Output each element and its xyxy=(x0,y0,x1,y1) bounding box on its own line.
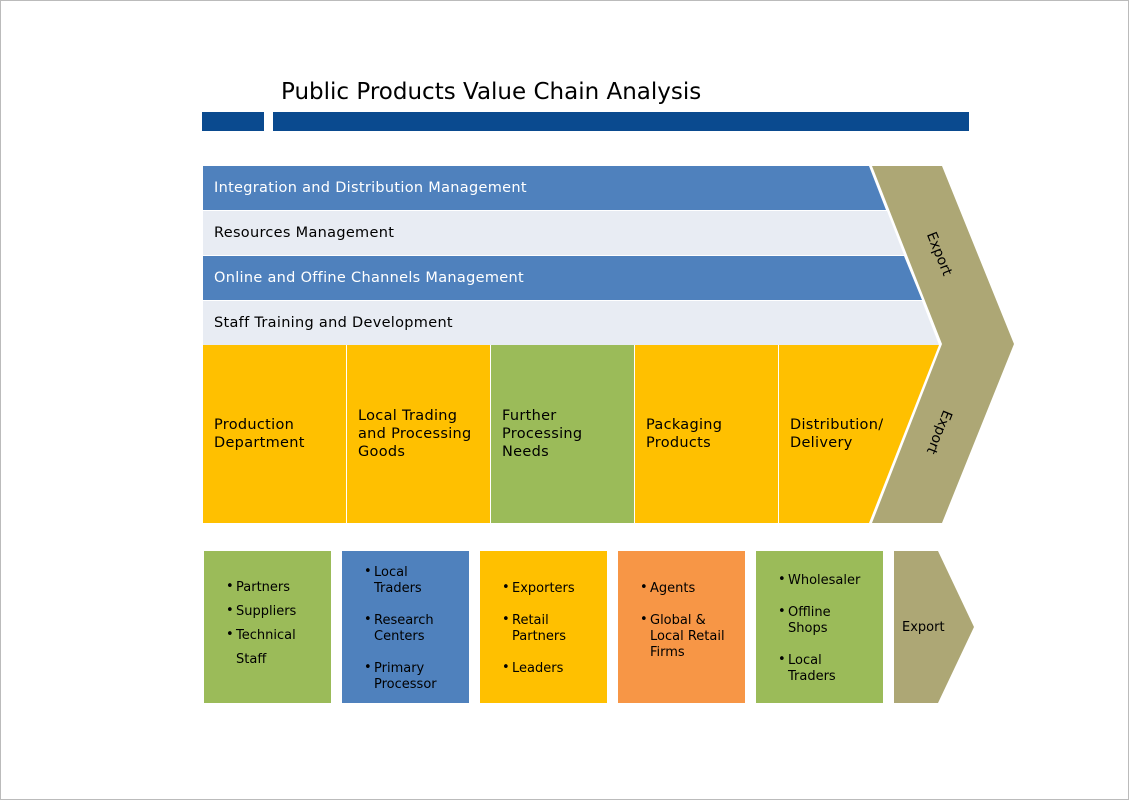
list-item: Primary Processor xyxy=(364,660,444,693)
list-item: Suppliers xyxy=(226,603,331,620)
support-row: Staff Training and Development xyxy=(203,301,939,345)
list-item: Leaders xyxy=(502,660,607,677)
list-item: Global & Local Retail Firms xyxy=(640,612,735,661)
list-item: Exporters xyxy=(502,580,607,597)
support-row: Resources Management xyxy=(203,211,904,255)
list-item: Wholesaler xyxy=(778,572,883,589)
page-title: Public Products Value Chain Analysis xyxy=(281,79,702,105)
list-item: Research Centers xyxy=(364,612,444,645)
export-arrow: Export xyxy=(894,551,974,703)
box-traders: Local Traders Research Centers Primary P… xyxy=(342,551,469,703)
title-bar-long xyxy=(273,112,969,131)
list-item: Partners xyxy=(226,579,331,596)
title-bar-short xyxy=(202,112,264,131)
list-item: Local Traders xyxy=(778,652,848,685)
box-exporters: Exporters Retail Partners Leaders xyxy=(480,551,607,703)
primary-cell: Local Trading and Processing Goods xyxy=(347,345,490,523)
primary-cell: Packaging Products xyxy=(635,345,778,523)
box-partners: Partners Suppliers Technical Staff xyxy=(204,551,331,703)
list-item: Technical Staff xyxy=(226,623,306,672)
support-row: Online and Offine Channels Management xyxy=(203,256,922,300)
support-row: Integration and Distribution Management xyxy=(203,166,886,210)
box-wholesaler: Wholesaler Offline Shops Local Traders xyxy=(756,551,883,703)
export-arrow-label: Export xyxy=(902,619,945,635)
list-item: Offline Shops xyxy=(778,604,838,637)
primary-activities: Production Department Local Trading and … xyxy=(203,345,939,523)
primary-cell: Further Processing Needs xyxy=(491,345,634,523)
list-item: Agents xyxy=(640,580,745,597)
primary-cell: Production Department xyxy=(203,345,346,523)
list-item: Local Traders xyxy=(364,564,434,597)
list-item: Retail Partners xyxy=(502,612,572,645)
box-agents: Agents Global & Local Retail Firms xyxy=(618,551,745,703)
